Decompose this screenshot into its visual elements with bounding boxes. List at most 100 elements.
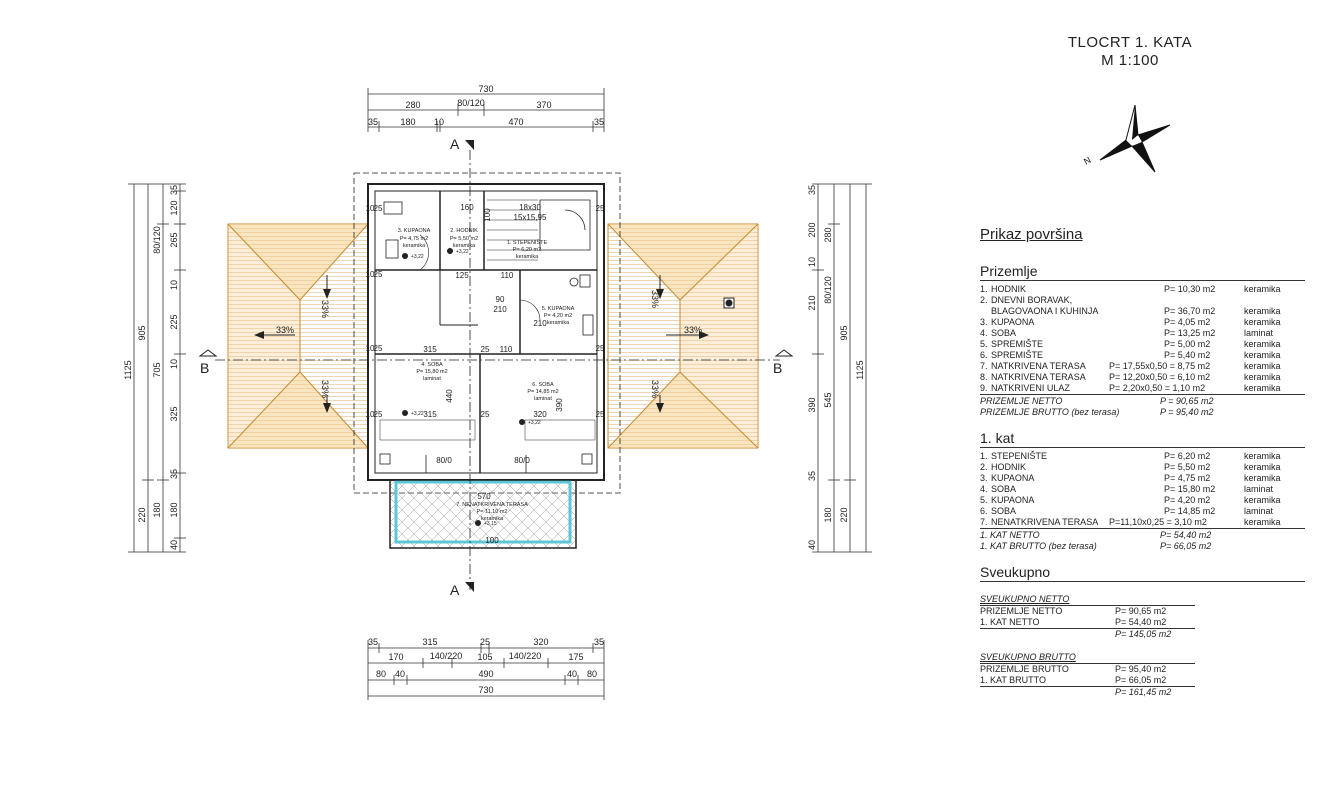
- section-label-b: B: [773, 360, 782, 376]
- drawing-scale: M 1:100: [1101, 52, 1159, 69]
- dim-text: 15x15,95: [514, 213, 547, 222]
- dim-left: 35: [169, 185, 179, 195]
- dim-text: 25: [596, 410, 605, 419]
- dim-right: 80/120: [823, 276, 833, 304]
- dim-text: 10: [366, 344, 375, 353]
- level-mark: +3,22: [456, 249, 469, 255]
- room-area: P= 14,85 m2: [527, 389, 558, 395]
- room-material: keramika: [547, 320, 570, 326]
- dim-left: 10: [169, 280, 179, 290]
- dim-bottom: 315: [422, 637, 437, 647]
- room-area: P= 15,80 m2: [416, 369, 447, 375]
- dim-bottom: 320: [533, 637, 548, 647]
- room-material: keramika: [481, 516, 504, 522]
- ground-gross-value: P = 95,40 m2: [1160, 407, 1214, 417]
- room-material: keramika: [453, 243, 476, 249]
- dim-text: 25: [374, 270, 383, 279]
- dim-text: 25: [481, 345, 490, 354]
- dim-right: 545: [823, 392, 833, 407]
- room-material: laminat: [423, 376, 441, 382]
- first-net-label: 1. KAT NETTO: [980, 530, 1040, 540]
- first-net-value: P= 54,40 m2: [1160, 530, 1212, 540]
- dim-text: 315: [423, 345, 437, 354]
- dim-right: 200: [807, 222, 817, 237]
- dim-text: 210: [493, 305, 507, 314]
- dim-text: 25: [374, 344, 383, 353]
- right-roof: [607, 223, 759, 449]
- dim-left: 40: [169, 540, 179, 550]
- dim-left: 35: [169, 469, 179, 479]
- dim-left: 705: [152, 362, 162, 377]
- dim-bottom: 175: [568, 652, 583, 662]
- room-label: 4. SOBA: [421, 362, 443, 368]
- room-area: P= 4,20 m2: [544, 313, 572, 319]
- roof-slope-label: 33%: [320, 380, 330, 398]
- dim-left: 225: [169, 314, 179, 329]
- dim-bottom-total: 730: [478, 685, 493, 695]
- north-label: N: [1082, 155, 1093, 167]
- dim-right: 1125: [855, 360, 865, 379]
- dim-left: 180: [152, 502, 162, 517]
- room-label: 6. SOBA: [532, 382, 554, 388]
- table-row: P= 161,45 m2: [980, 686, 1195, 698]
- dim-text: 25: [374, 410, 383, 419]
- net-total-value: P= 145,05 m2: [1115, 629, 1172, 639]
- dim-text: 125: [455, 271, 469, 280]
- room-material: keramika: [403, 243, 426, 249]
- dim-left: 905: [137, 325, 147, 340]
- dim-left: 325: [169, 406, 179, 421]
- dim-bottom: 140/220: [430, 651, 463, 661]
- roof-slope-label: 33%: [684, 325, 702, 335]
- dim-text: 10: [366, 270, 375, 279]
- dim-top: 10: [434, 117, 444, 127]
- dim-text: 440: [445, 389, 454, 403]
- table-row: 2.DNEVNI BORAVAK,: [980, 295, 1073, 305]
- summary-title: Prikaz površina: [980, 226, 1083, 243]
- room-area: P= 11,10 m2: [477, 509, 508, 515]
- dim-bottom: 40: [567, 669, 577, 679]
- ground-net-value: P = 90,65 m2: [1160, 396, 1214, 406]
- room-area: P= 4,75 m2: [400, 236, 428, 242]
- dim-text: 390: [555, 398, 564, 412]
- dim-top-total: 730: [478, 84, 493, 94]
- dim-text: 100: [483, 208, 492, 222]
- room-label: 2. HODNIK: [450, 228, 478, 234]
- dim-bottom: 490: [478, 669, 493, 679]
- table-row: P= 145,05 m2: [980, 628, 1195, 640]
- gross-total-value: P= 161,45 m2: [1115, 687, 1172, 697]
- ground-net-label: PRIZEMLJE NETTO: [980, 396, 1063, 406]
- dim-right: 40: [807, 540, 817, 550]
- dim-bottom: 105: [477, 652, 492, 662]
- roof-slope-label: 33%: [650, 290, 660, 308]
- first-gross-value: P= 66,05 m2: [1160, 541, 1212, 551]
- dim-text: 80/0: [514, 456, 530, 465]
- dim-left: 265: [169, 232, 179, 247]
- dim-text: 25: [374, 204, 383, 213]
- north-arrow-icon: N: [1082, 104, 1171, 173]
- dim-right: 280: [823, 227, 833, 242]
- left-roof: [227, 223, 369, 449]
- dim-right: 180: [823, 507, 833, 522]
- room-label: 7. NENATKRIVENA TERASA: [456, 502, 528, 508]
- dim-bottom: 140/220: [509, 651, 542, 661]
- section-label-b: B: [200, 360, 209, 376]
- room-area: P= 6,20 m2: [513, 247, 541, 253]
- dim-top: 80/120: [457, 98, 485, 108]
- dim-top: 370: [536, 100, 551, 110]
- dim-left: 220: [137, 507, 147, 522]
- room-area: P= 5,50 m2: [450, 236, 478, 242]
- dim-text: 315: [423, 410, 437, 419]
- level-mark: +3,22: [411, 411, 424, 417]
- dim-bottom: 80: [587, 669, 597, 679]
- dim-top: 470: [508, 117, 523, 127]
- dim-text: 18x30: [519, 203, 541, 212]
